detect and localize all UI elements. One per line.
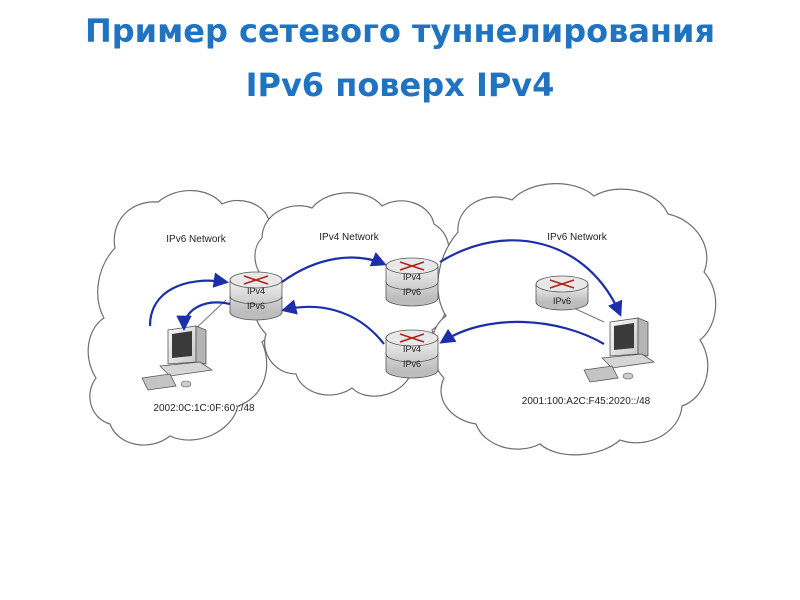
tunnel-arrows	[148, 239, 623, 345]
router-bottom-bottom-label: IPv6	[403, 359, 421, 369]
router-right-label: IPv6	[553, 296, 571, 306]
router-bottom-middle: IPv4 IPv6	[385, 329, 439, 379]
arrow-router-bottom-to-router-left	[281, 299, 385, 345]
prefix-right: 2001:100:A2C:F45:2020::/48	[522, 396, 651, 407]
router-right: IPv6	[535, 275, 589, 311]
router-arrows-icon	[243, 275, 269, 285]
router-top-middle: IPv4 IPv6	[385, 257, 439, 307]
router-arrows-icon	[399, 261, 425, 271]
router-top-top-label: IPv4	[403, 272, 421, 282]
router-bottom-top-label: IPv4	[403, 344, 421, 354]
computer-left-icon	[141, 325, 214, 391]
cloud-label-right: IPv6 Network	[547, 232, 607, 243]
router-left: IPv4 IPv6	[229, 271, 283, 321]
router-top-bottom-label: IPv6	[403, 287, 421, 297]
arrow-pc-left-to-router-left	[148, 272, 230, 327]
router-arrows-icon	[549, 279, 575, 289]
arrow-pc-right-to-router-bottom	[439, 320, 605, 345]
arrow-router-left-to-pc-left	[176, 301, 231, 332]
cloud-label-middle: IPv4 Network	[319, 232, 379, 243]
cloud-label-left: IPv6 Network	[166, 234, 226, 245]
arrow-router-top-to-pc-right	[439, 239, 623, 317]
arrow-router-left-to-router-top	[281, 252, 387, 283]
computer-right-icon	[583, 317, 656, 383]
cloud-right-ipv6	[430, 183, 717, 456]
router-arrows-icon	[399, 333, 425, 343]
slide-title: Пример сетевого туннелирования IPv6 пове…	[84, 12, 715, 104]
router-left-bottom-label: IPv6	[247, 301, 265, 311]
prefix-left: 2002:0C:1C:0F:60::/48	[153, 403, 255, 414]
router-left-top-label: IPv4	[247, 286, 265, 296]
